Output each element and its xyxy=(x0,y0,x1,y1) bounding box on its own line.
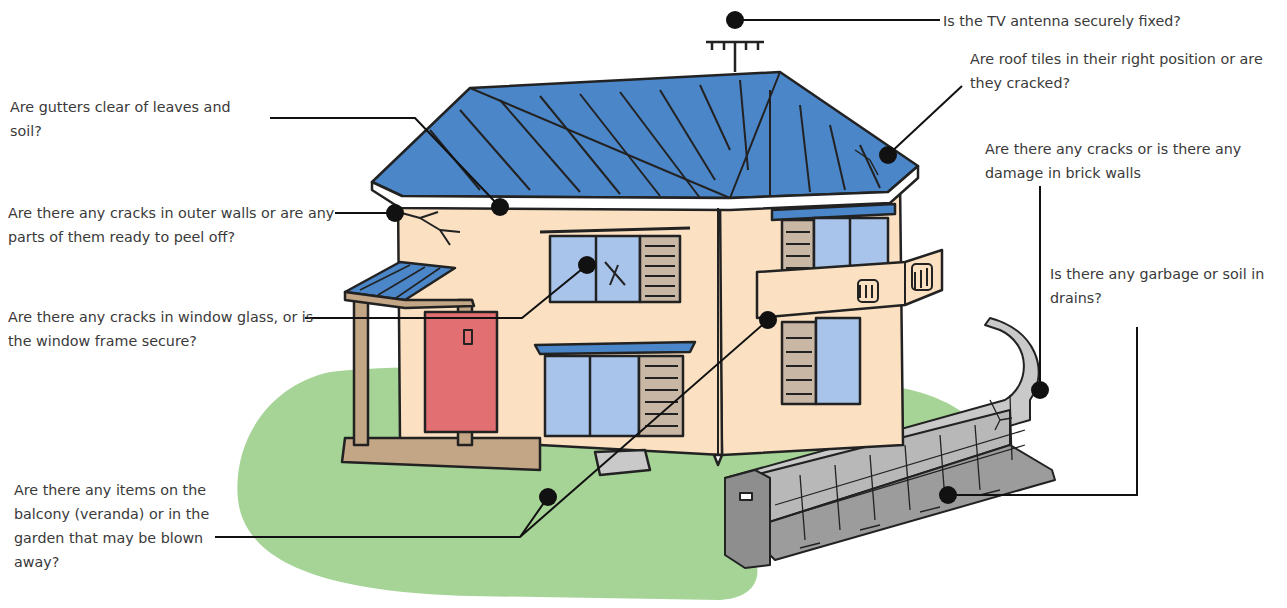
house-part-part xyxy=(660,90,715,180)
house-part xyxy=(718,180,903,455)
house-part-part xyxy=(712,42,758,50)
callout-dots-part xyxy=(491,198,509,216)
house-part xyxy=(430,72,880,198)
house-part xyxy=(372,72,918,198)
brick-wall-part xyxy=(760,445,1055,560)
callout-text: Are there any cracks in window glass, or… xyxy=(8,305,333,353)
leader-lines xyxy=(215,20,1137,537)
house-part xyxy=(912,264,932,290)
leader-lines-part xyxy=(215,320,768,537)
brick-wall-part-part xyxy=(975,425,980,490)
callout-text: Are roof tiles in their right position o… xyxy=(970,47,1282,95)
house-part-part xyxy=(396,268,440,298)
house xyxy=(342,42,942,475)
house-part xyxy=(464,330,472,344)
house-part-part xyxy=(360,265,410,290)
house-part xyxy=(904,262,906,305)
callout-dots xyxy=(386,11,1049,506)
callout-dots-part xyxy=(879,146,897,164)
brick-wall-part xyxy=(740,493,752,500)
brick-wall-part-part xyxy=(800,475,805,540)
house-part xyxy=(535,342,695,354)
leader-lines-part xyxy=(1039,186,1041,390)
house-part-part xyxy=(470,72,780,198)
brick-wall-part-part xyxy=(990,400,1012,430)
brick-wall-part-part xyxy=(870,455,875,520)
callout-text: Are there any cracks or is there any dam… xyxy=(985,137,1275,185)
callout-text: Is there any garbage or soil in drains? xyxy=(1050,262,1285,310)
house-part-part xyxy=(378,267,425,295)
house-part xyxy=(816,318,860,404)
house-part-part xyxy=(500,100,580,192)
leader-lines-part xyxy=(735,19,940,21)
house-part-part xyxy=(620,92,700,198)
house-part xyxy=(782,322,816,404)
house-part-part xyxy=(860,145,880,188)
brick-wall-part-part xyxy=(905,445,910,510)
brick-wall-part-part xyxy=(800,490,1000,548)
house-part-part xyxy=(706,41,764,44)
house-part xyxy=(860,268,927,298)
callout-dots-part xyxy=(386,204,404,222)
house-part-part xyxy=(769,90,771,195)
house-part xyxy=(786,232,810,268)
house-part xyxy=(550,236,640,302)
callout-text: Is the TV antenna securely fixed? xyxy=(943,9,1283,33)
brick-wall-part-part xyxy=(775,445,1025,520)
brick-wall-part xyxy=(725,470,770,568)
house-part-part xyxy=(830,125,845,190)
house-part xyxy=(640,236,680,302)
house-part-part xyxy=(734,42,737,72)
brick-wall-part-part xyxy=(1010,395,1012,460)
leader-lines-part xyxy=(305,265,587,318)
house-part-part xyxy=(740,80,748,170)
house-part xyxy=(645,366,678,426)
house-part xyxy=(425,312,497,432)
house-part xyxy=(372,166,918,210)
house-part xyxy=(342,438,540,470)
callout-text: Are there any items on the balcony (vera… xyxy=(14,478,232,574)
house-part xyxy=(605,262,625,285)
house-part xyxy=(589,356,592,436)
house-part-part xyxy=(800,105,810,192)
house-part xyxy=(540,228,690,232)
house-part-part xyxy=(580,94,660,196)
house-part-part xyxy=(700,85,730,150)
callout-dots-part xyxy=(578,256,596,274)
house-part xyxy=(639,356,683,436)
house-part xyxy=(786,338,812,394)
house-part xyxy=(714,455,722,465)
house-part xyxy=(545,356,639,436)
callout-dots-part xyxy=(759,311,777,329)
callout-text: Are gutters clear of leaves and soil? xyxy=(10,95,260,143)
house-part xyxy=(398,212,460,245)
callout-dots-part xyxy=(726,11,744,29)
callout-dots-part xyxy=(939,486,957,504)
house-part xyxy=(757,250,942,318)
callout-dots-part xyxy=(539,488,557,506)
house-part xyxy=(595,450,650,475)
house-part xyxy=(717,208,719,455)
house-part-part xyxy=(855,150,878,175)
leader-lines-part xyxy=(888,86,962,155)
house-part xyxy=(645,246,675,296)
house-part xyxy=(345,292,474,308)
house-part xyxy=(398,195,722,455)
house-part xyxy=(595,236,598,302)
house-part-part xyxy=(540,96,620,194)
leader-lines-part xyxy=(270,118,500,207)
house-part xyxy=(858,280,878,302)
house-part xyxy=(360,265,440,298)
house-part xyxy=(706,42,764,72)
leader-lines-part xyxy=(948,327,1137,495)
brick-wall-part-part xyxy=(835,465,840,530)
callout-text: Are there any cracks in outer walls or a… xyxy=(8,201,358,249)
callout-dots-part xyxy=(1031,381,1049,399)
